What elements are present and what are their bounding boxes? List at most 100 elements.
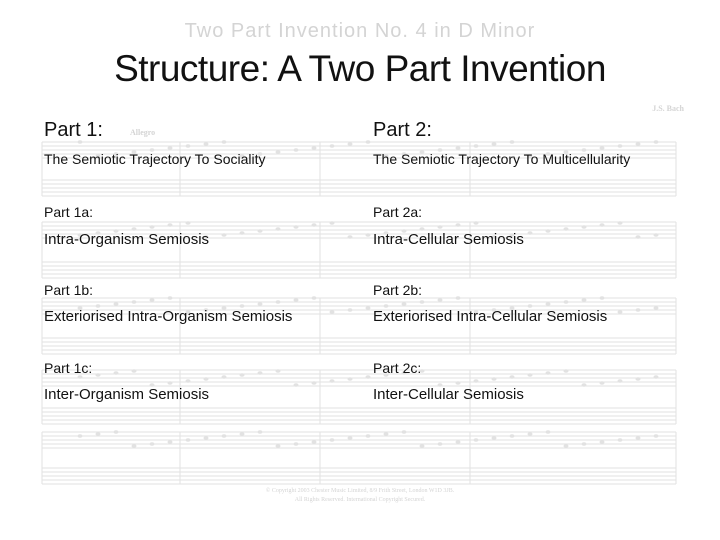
note-head bbox=[239, 154, 245, 158]
note-head bbox=[563, 369, 569, 373]
note-head bbox=[635, 142, 641, 146]
note-head bbox=[581, 225, 587, 229]
note-head bbox=[95, 373, 101, 377]
note-head bbox=[203, 377, 209, 381]
note-head bbox=[203, 436, 209, 440]
note-head bbox=[347, 377, 353, 381]
note-head bbox=[491, 142, 497, 146]
slide-title: Structure: A Two Part Invention bbox=[114, 48, 606, 89]
note-head bbox=[617, 438, 623, 442]
note-head bbox=[401, 371, 407, 375]
note-head bbox=[275, 150, 281, 154]
note-head bbox=[473, 379, 479, 383]
note-head bbox=[257, 430, 263, 434]
note-head bbox=[473, 438, 479, 442]
note-head bbox=[563, 227, 569, 231]
note-head bbox=[131, 227, 137, 231]
note-head bbox=[185, 144, 191, 148]
note-head bbox=[635, 436, 641, 440]
note-head bbox=[203, 308, 209, 312]
note-head bbox=[329, 221, 335, 225]
note-head bbox=[599, 440, 605, 444]
note-head bbox=[365, 140, 371, 144]
note-head bbox=[257, 229, 263, 233]
note-head bbox=[131, 444, 137, 448]
note-head bbox=[617, 221, 623, 225]
note-head bbox=[437, 383, 443, 387]
subpart-label: Part 1b: bbox=[44, 282, 94, 298]
note-head bbox=[455, 296, 461, 300]
subpart-label: Part 2b: bbox=[373, 282, 423, 298]
note-head bbox=[149, 298, 155, 302]
note-head bbox=[203, 235, 209, 239]
note-head bbox=[545, 302, 551, 306]
note-head bbox=[329, 144, 335, 148]
note-head bbox=[113, 371, 119, 375]
note-head bbox=[599, 381, 605, 385]
note-head bbox=[473, 221, 479, 225]
note-head bbox=[275, 227, 281, 231]
subpart-label: Part 1a: bbox=[44, 204, 94, 220]
note-head bbox=[131, 150, 137, 154]
note-head bbox=[581, 148, 587, 152]
note-head bbox=[617, 144, 623, 148]
note-head bbox=[455, 381, 461, 385]
note-head bbox=[293, 148, 299, 152]
note-head bbox=[329, 310, 335, 314]
note-head bbox=[509, 306, 515, 310]
note-head bbox=[257, 302, 263, 306]
note-head bbox=[311, 440, 317, 444]
note-head bbox=[365, 306, 371, 310]
note-head bbox=[617, 310, 623, 314]
note-head bbox=[491, 377, 497, 381]
note-head bbox=[527, 432, 533, 436]
note-head bbox=[491, 436, 497, 440]
watermark-copyright: © Copyright 2003 Chester Music Limited, … bbox=[265, 488, 455, 494]
note-head bbox=[365, 375, 371, 379]
note-head bbox=[653, 375, 659, 379]
note-head bbox=[149, 225, 155, 229]
note-head bbox=[563, 150, 569, 154]
note-head bbox=[491, 235, 497, 239]
note-head bbox=[95, 432, 101, 436]
note-head bbox=[401, 152, 407, 156]
note-head bbox=[545, 152, 551, 156]
note-head bbox=[293, 442, 299, 446]
note-head bbox=[293, 383, 299, 387]
note-head bbox=[221, 434, 227, 438]
subpart-value: Exteriorised Intra-Cellular Semiosis bbox=[373, 308, 608, 325]
note-head bbox=[581, 298, 587, 302]
note-head bbox=[473, 310, 479, 314]
note-head bbox=[257, 371, 263, 375]
note-head bbox=[95, 231, 101, 235]
note-head bbox=[311, 223, 317, 227]
note-head bbox=[509, 434, 515, 438]
note-head bbox=[509, 140, 515, 144]
note-head bbox=[509, 375, 515, 379]
note-head bbox=[113, 152, 119, 156]
note-head bbox=[383, 154, 389, 158]
watermark-tempo: Allegro bbox=[130, 128, 156, 137]
note-head bbox=[527, 231, 533, 235]
note-head bbox=[635, 235, 641, 239]
note-head bbox=[77, 140, 83, 144]
note-head bbox=[347, 436, 353, 440]
note-head bbox=[437, 148, 443, 152]
note-head bbox=[635, 377, 641, 381]
note-head bbox=[419, 227, 425, 231]
note-head bbox=[77, 233, 83, 237]
note-head bbox=[419, 300, 425, 304]
note-head bbox=[275, 369, 281, 373]
note-head bbox=[545, 371, 551, 375]
note-head bbox=[77, 306, 83, 310]
note-head bbox=[455, 223, 461, 227]
subpart-label: Part 2c: bbox=[373, 360, 422, 376]
note-head bbox=[149, 442, 155, 446]
note-head bbox=[455, 440, 461, 444]
note-head bbox=[113, 430, 119, 434]
note-head bbox=[527, 373, 533, 377]
note-head bbox=[653, 233, 659, 237]
note-head bbox=[401, 430, 407, 434]
note-head bbox=[563, 300, 569, 304]
